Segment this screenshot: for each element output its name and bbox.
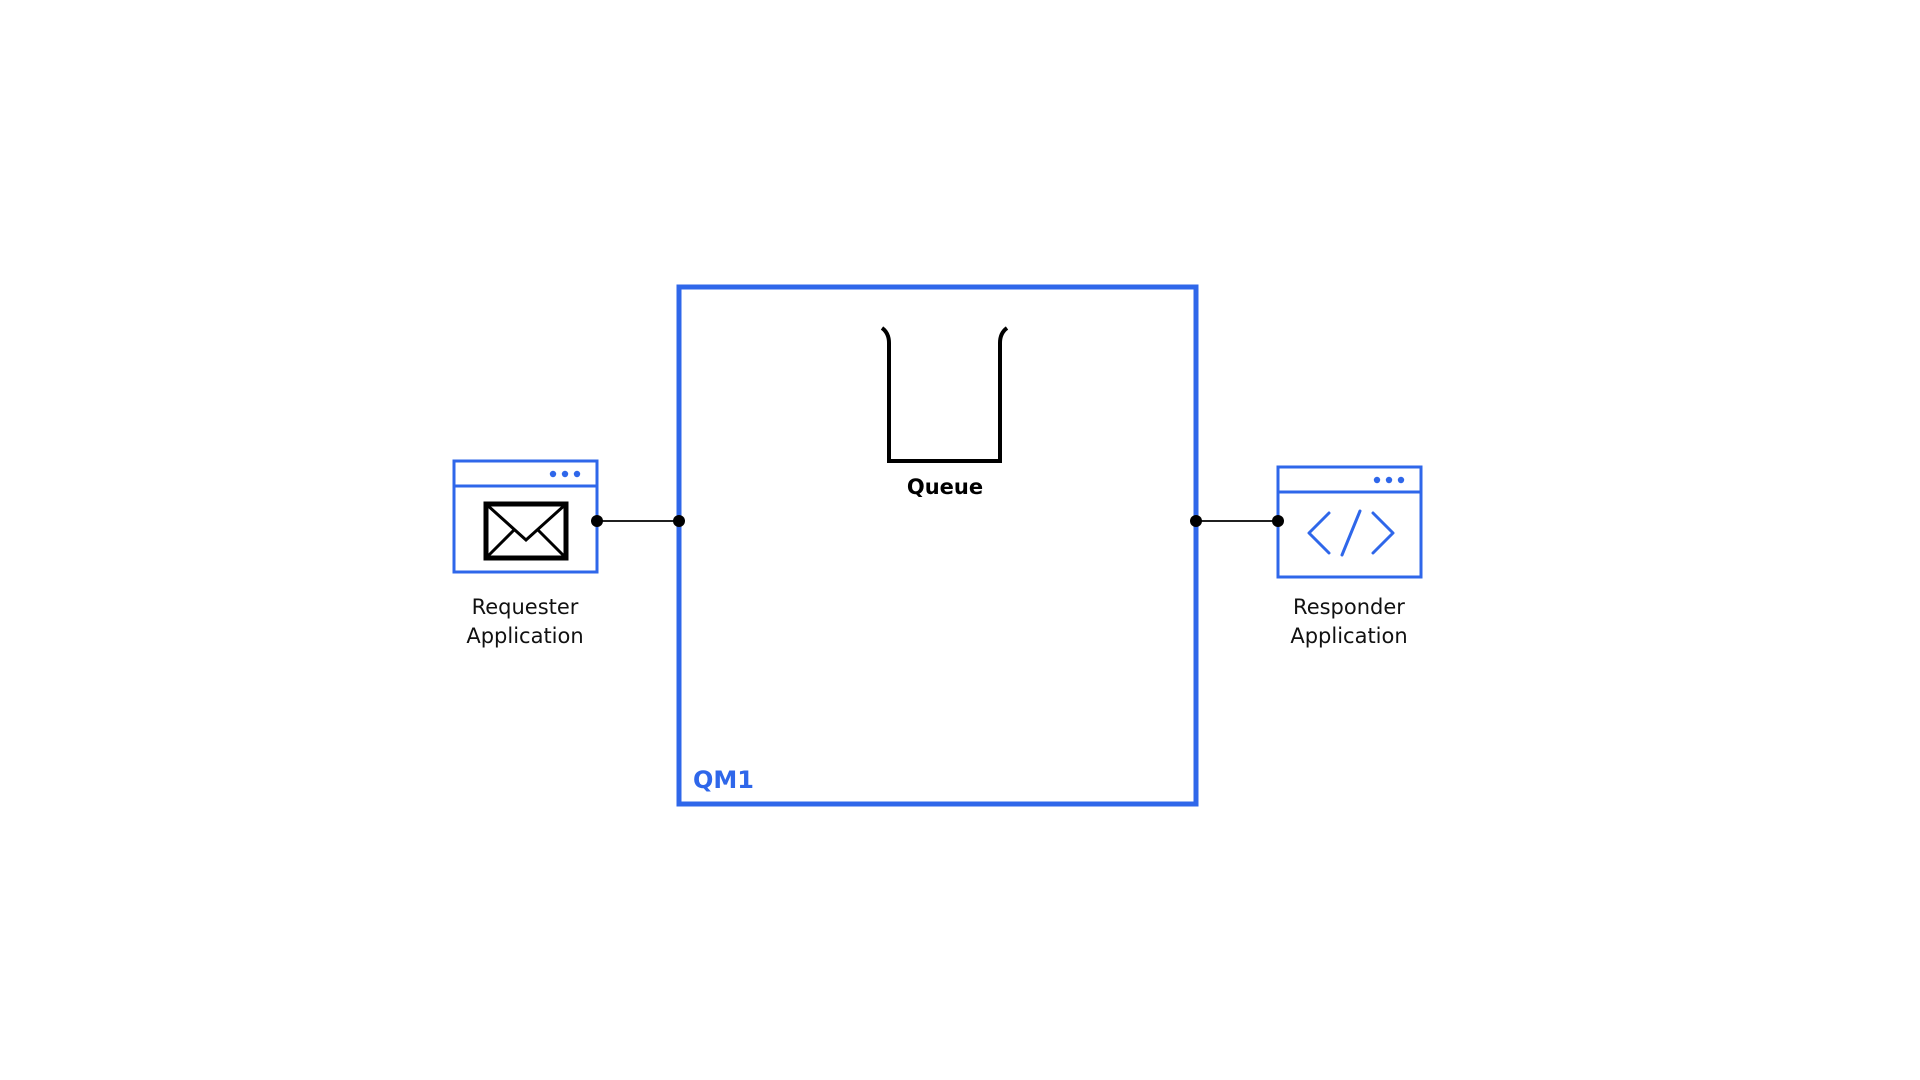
responder-window-dots-icon xyxy=(1373,476,1405,484)
responder-label: Responder xyxy=(1293,595,1405,619)
code-icon xyxy=(1307,509,1395,557)
responder-connector-end-dot xyxy=(1272,515,1284,527)
queue[interactable]: Queue xyxy=(880,326,1009,499)
responder-label-line2: Application xyxy=(1290,624,1407,648)
requester-connector-end-dot xyxy=(673,515,685,527)
queue-label: Queue xyxy=(907,475,983,499)
queue-manager-label: QM1 xyxy=(693,766,754,794)
requester-connector[interactable] xyxy=(591,515,685,527)
queue-manager-box[interactable]: QM1 xyxy=(676,284,1199,807)
responder-connector[interactable] xyxy=(1190,515,1284,527)
envelope-icon xyxy=(483,501,569,561)
requester-application[interactable]: Requester Application xyxy=(452,459,599,648)
queue-icon xyxy=(880,326,1009,463)
requester-label-line2: Application xyxy=(466,624,583,648)
responder-window-frame xyxy=(1276,465,1423,579)
requester-connector-start-dot xyxy=(591,515,603,527)
queue-manager-border xyxy=(676,284,1199,807)
requester-window-dots-icon xyxy=(549,470,581,478)
requester-label: Requester xyxy=(472,595,579,619)
responder-connector-start-dot xyxy=(1190,515,1202,527)
responder-application[interactable]: Responder Application xyxy=(1276,465,1423,648)
